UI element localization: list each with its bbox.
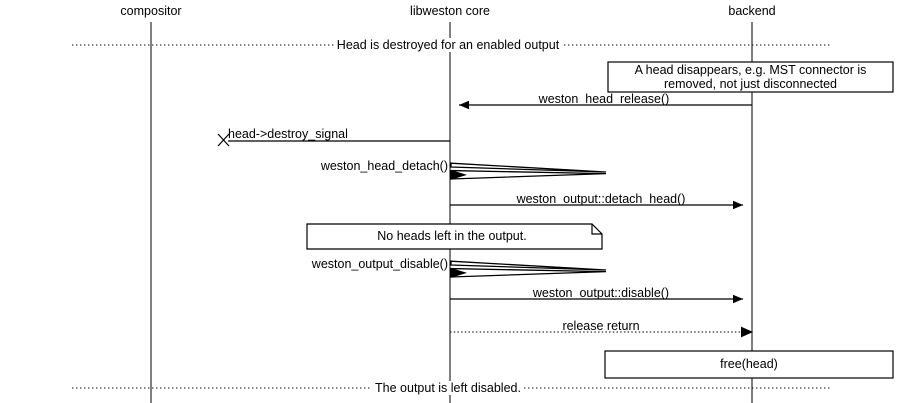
note-head-disappears-box — [607, 61, 894, 93]
participant-label-compositor[interactable]: compositor — [120, 4, 182, 18]
message-weston-output-disable-self — [450, 260, 607, 278]
message-weston-head-detach-self — [450, 162, 607, 180]
note-no-heads-left-box — [306, 223, 603, 250]
note-no-heads-left-label: No heads left in the output. — [377, 229, 527, 243]
note-free-head-box — [604, 350, 894, 379]
separator-label-bottom: The output is left disabled. — [372, 381, 524, 395]
note-head-disappears-line1: A head disappears, e.g. MST connector is — [634, 63, 867, 77]
participant-label-backend[interactable]: backend — [728, 4, 776, 18]
note-free-head-label: free(head) — [720, 357, 778, 371]
message-head-destroy-signal — [217, 133, 450, 147]
message-label-head-destroy-signal: head->destroy_signal — [228, 127, 348, 141]
message-label-weston-head-detach: weston_head_detach() — [320, 159, 448, 173]
message-release-return — [450, 326, 753, 338]
separator-label-top: Head is destroyed for an enabled output — [333, 38, 563, 52]
message-label-weston-output-disable: weston_output::disable() — [532, 286, 670, 300]
note-head-disappears-line2: removed, not just disconnected — [663, 77, 838, 91]
participant-label-libweston-core[interactable]: libweston core — [410, 4, 490, 18]
message-label-weston-output-detach-head: weston_output::detach_head() — [516, 192, 686, 206]
message-label-weston-output-disable-self: weston_output_disable() — [311, 257, 448, 271]
message-label-weston-head-release: weston_head_release() — [538, 92, 670, 106]
message-label-release-return: release return — [562, 319, 640, 333]
separators — [72, 44, 830, 389]
